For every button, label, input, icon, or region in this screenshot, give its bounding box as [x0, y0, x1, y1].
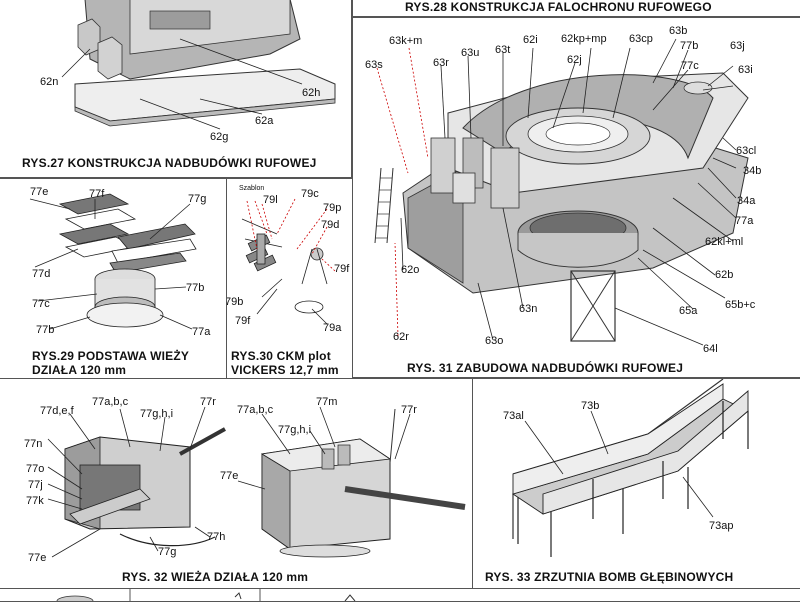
figure-rys28: RYS.28 KONSTRUKCJA FALOCHRONU RUFOWEGO	[352, 0, 800, 17]
label-79p: 79p	[323, 202, 341, 214]
label-62kl-ml: 62kl+ml	[705, 236, 743, 248]
label-63k-m: 63k+m	[389, 35, 422, 47]
rys30-drawing: Szablon 79l 79c 79p 79d 79f 79b 79f 79a	[227, 185, 350, 334]
label-77g: 77g	[158, 546, 176, 558]
label-63s: 63s	[365, 59, 383, 71]
label-77b-right: 77b	[186, 282, 204, 294]
label-79d: 79d	[321, 219, 339, 231]
label-77a: 77a	[192, 326, 211, 338]
label-73al: 73al	[503, 410, 524, 422]
label-79l: 79l	[263, 194, 278, 206]
rys29-caption-line1: RYS.29 PODSTAWA WIEŻY	[32, 349, 190, 363]
rys29-caption-line2: DZIAŁA 120 mm	[32, 363, 127, 377]
label-77a-b-c-right: 77a,b,c	[237, 404, 274, 416]
label-62o: 62o	[401, 264, 419, 276]
label-34b: 34b	[743, 165, 761, 177]
label-77c: 77c	[681, 60, 699, 72]
label-63r: 63r	[433, 57, 449, 69]
label-65a: 65a	[679, 305, 698, 317]
label-77m: 77m	[316, 396, 337, 408]
label-79b: 79b	[227, 296, 243, 308]
label-63n: 63n	[519, 303, 537, 315]
label-77e-left: 77e	[28, 552, 46, 564]
figure-rys29: 77e 77f 77g 77d 77c 77b 77b 77a RYS.29 P…	[0, 178, 227, 379]
label-62n: 62n	[40, 76, 58, 88]
label-szablon: Szablon	[239, 185, 264, 192]
label-62j: 62j	[567, 54, 582, 66]
figure-rys33: 73al 73b 73ap RYS. 33 ZRZUTNIA BOMB GŁĘB…	[472, 378, 800, 589]
label-77o: 77o	[26, 463, 44, 475]
rys27-drawing: 62n 62h 62a 62g	[40, 0, 336, 143]
label-63i: 63i	[738, 64, 753, 76]
rys29-caption: RYS.29 PODSTAWA WIEŻY DZIAŁA 120 mm	[32, 349, 189, 377]
label-63j: 63j	[730, 40, 745, 52]
label-79a: 79a	[323, 322, 342, 334]
label-77j: 77j	[28, 479, 43, 491]
label-77d: 77d	[32, 268, 50, 280]
label-62b: 62b	[715, 269, 733, 281]
figure-rys30: Szablon 79l 79c 79p 79d 79f 79b 79f 79a …	[226, 178, 353, 379]
label-62a: 62a	[255, 115, 274, 127]
label-77a-b-c-left: 77a,b,c	[92, 396, 129, 408]
rys27-caption: RYS.27 KONSTRUKCJA NADBUDÓWKI RUFOWEJ	[22, 156, 317, 170]
label-77n: 77n	[24, 438, 42, 450]
label-34a: 34a	[737, 195, 756, 207]
rys33-caption: RYS. 33 ZRZUTNIA BOMB GŁĘBINOWYCH	[485, 570, 734, 584]
label-62r: 62r	[393, 331, 409, 343]
label-62h: 62h	[302, 87, 320, 99]
label-77r-left: 77r	[200, 396, 216, 408]
label-77g-h-i-right: 77g,h,i	[278, 424, 311, 436]
label-62kp-mp: 62kp+mp	[561, 33, 607, 45]
figure-rys32: 77d,e,f 77a,b,c 77g,h,i 77r 77n 77o 77j …	[0, 378, 474, 589]
rys30-caption: RYS.30 CKM plot VICKERS 12,7 mm	[231, 349, 339, 377]
label-77k: 77k	[26, 495, 44, 507]
label-77f: 77f	[89, 188, 105, 200]
label-63cp: 63cp	[629, 33, 653, 45]
label-77a: 77a	[735, 215, 754, 227]
label-77b: 77b	[680, 40, 698, 52]
rys30-caption-line1: RYS.30 CKM plot	[231, 349, 331, 363]
label-63cl: 63cl	[736, 145, 756, 157]
label-77c: 77c	[32, 298, 50, 310]
label-79f-left: 79f	[235, 315, 251, 327]
label-64l: 64l	[703, 343, 718, 355]
label-77b-left: 77b	[36, 324, 54, 336]
rys28-caption: RYS.28 KONSTRUKCJA FALOCHRONU RUFOWEGO	[405, 0, 712, 14]
rys29-drawing: 77e 77f 77g 77d 77c 77b 77b 77a	[29, 186, 211, 338]
label-73ap: 73ap	[709, 520, 733, 532]
label-79c: 79c	[301, 188, 319, 200]
label-63t: 63t	[495, 44, 510, 56]
bottom-strip-drawing	[56, 589, 356, 601]
rys31-drawing: 63k+m 63s 63r 63u 63t 62i 62kp+mp 63cp 6…	[365, 25, 761, 355]
figure-rys31: 63k+m 63s 63r 63u 63t 62i 62kp+mp 63cp 6…	[352, 17, 800, 378]
figure-rys27: 62n 62h 62a 62g RYS.27 KONSTRUKCJA NADBU…	[0, 0, 352, 178]
label-62g: 62g	[210, 131, 228, 143]
label-63u: 63u	[461, 47, 479, 59]
label-79f-right: 79f	[334, 263, 350, 275]
rys31-caption: RYS. 31 ZABUDOWA NADBUDÓWKI RUFOWEJ	[407, 361, 684, 375]
label-77g-h-i-left: 77g,h,i	[140, 408, 173, 420]
label-77d-e-f: 77d,e,f	[40, 405, 75, 417]
rys30-caption-line2: VICKERS 12,7 mm	[231, 363, 339, 377]
label-65b-c: 65b+c	[725, 299, 756, 311]
rys33-drawing: 73al 73b 73ap	[503, 379, 749, 557]
label-62i: 62i	[523, 34, 538, 46]
label-77e-right: 77e	[220, 470, 238, 482]
label-77g: 77g	[188, 193, 206, 205]
label-77h: 77h	[207, 531, 225, 543]
label-73b: 73b	[581, 400, 599, 412]
label-77r-right: 77r	[401, 404, 417, 416]
label-63b: 63b	[669, 25, 687, 37]
rys32-caption: RYS. 32 WIEŻA DZIAŁA 120 mm	[122, 570, 309, 584]
label-77e: 77e	[30, 186, 48, 198]
label-63o: 63o	[485, 335, 503, 347]
rys32-drawing: 77d,e,f 77a,b,c 77g,h,i 77r 77n 77o 77j …	[24, 396, 466, 564]
